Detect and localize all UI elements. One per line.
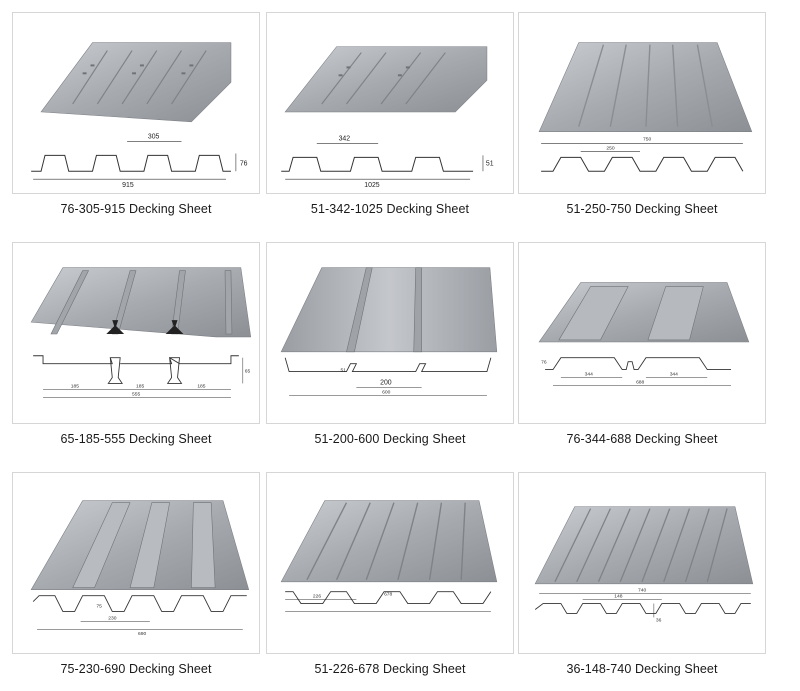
dim-p1: 185 xyxy=(71,383,79,389)
sheet-card-9[interactable]: 740 148 36 xyxy=(518,472,766,654)
dim-height: 36 xyxy=(656,617,662,623)
dim-width: 678 xyxy=(384,592,392,598)
decking-sheet-illustration-8: 226 678 xyxy=(280,500,498,612)
dim-height: 75 xyxy=(96,604,102,610)
sheet-caption-9: 36-148-740 Decking Sheet xyxy=(566,662,718,676)
decking-sheet-illustration-9: 740 148 36 xyxy=(534,506,754,623)
dim-width: 740 xyxy=(638,588,646,594)
dim-height: 65 xyxy=(245,369,251,375)
dim-p2: 344 xyxy=(670,372,678,378)
sheet-card-3[interactable]: 750 250 xyxy=(518,12,766,194)
sheet-caption-6: 76-344-688 Decking Sheet xyxy=(566,432,718,446)
dim-width: 688 xyxy=(636,379,644,385)
sheet-card-2[interactable]: 342 1025 51 xyxy=(266,12,514,194)
dim-pitch: 230 xyxy=(108,615,116,621)
sheet-card-8[interactable]: 226 678 xyxy=(266,472,514,654)
dim-height: 76 xyxy=(240,160,248,167)
sheet-caption-4: 65-185-555 Decking Sheet xyxy=(60,432,212,446)
sheet-card-7[interactable]: 75 230 690 xyxy=(12,472,260,654)
decking-sheet-illustration-2: 342 1025 51 xyxy=(281,46,494,189)
dim-pitch: 148 xyxy=(614,594,622,600)
dim-pitch: 226 xyxy=(313,594,321,600)
sheet-card-4[interactable]: 185 185 185 555 65 xyxy=(12,242,260,424)
dim-width: 555 xyxy=(132,391,140,397)
sheet-card-5[interactable]: 51 200 600 xyxy=(266,242,514,424)
sheet-caption-8: 51-226-678 Decking Sheet xyxy=(314,662,466,676)
sheet-caption-7: 75-230-690 Decking Sheet xyxy=(60,662,212,676)
sheet-card-6[interactable]: 76 344 344 688 xyxy=(518,242,766,424)
dim-pitch: 250 xyxy=(606,145,614,151)
decking-sheet-illustration-4: 185 185 185 555 65 xyxy=(30,267,252,398)
dim-width: 690 xyxy=(138,631,146,637)
dim-height: 76 xyxy=(541,360,547,366)
dim-width: 915 xyxy=(122,182,134,189)
sheet-caption-5: 51-200-600 Decking Sheet xyxy=(314,432,466,446)
dim-width: 600 xyxy=(382,389,390,395)
sheet-caption-3: 51-250-750 Decking Sheet xyxy=(566,202,718,216)
decking-sheet-illustration-5: 51 200 600 xyxy=(280,267,498,396)
decking-sheet-illustration-7: 75 230 690 xyxy=(30,500,250,637)
dim-height: 51 xyxy=(341,368,347,374)
dim-pitch: 342 xyxy=(339,136,351,143)
sheet-card-1[interactable]: 305 915 76 xyxy=(12,12,260,194)
dim-height: 51 xyxy=(486,160,494,167)
dim-p2: 185 xyxy=(136,383,144,389)
decking-sheet-illustration-3: 750 250 xyxy=(538,42,753,172)
sheet-caption-2: 51-342-1025 Decking Sheet xyxy=(310,202,470,216)
sheet-caption-1: 76-305-915 Decking Sheet xyxy=(60,202,212,216)
dim-width: 750 xyxy=(643,137,651,143)
decking-sheet-illustration-1: 305 915 76 xyxy=(31,42,248,189)
decking-sheet-illustration-6: 76 344 344 688 xyxy=(538,282,750,386)
dim-width: 1025 xyxy=(364,182,380,189)
dim-pitch: 305 xyxy=(148,134,160,141)
dim-p1: 344 xyxy=(585,372,593,378)
dim-p3: 185 xyxy=(197,383,205,389)
dim-pitch: 200 xyxy=(380,379,392,386)
